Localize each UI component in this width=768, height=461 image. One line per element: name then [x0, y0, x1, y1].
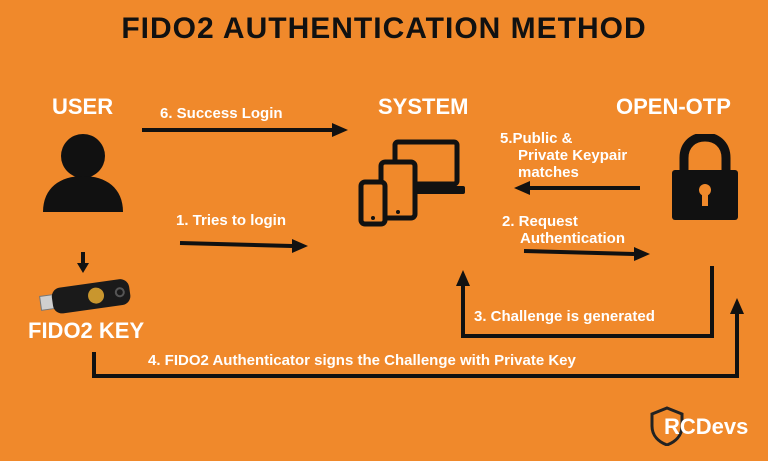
- step-1-label: 1. Tries to login: [176, 212, 287, 229]
- arrow-step-3: [461, 266, 714, 338]
- arrow-step-4: [92, 314, 739, 378]
- arrow-step-1: [179, 241, 293, 248]
- arrow-step-2: [523, 249, 635, 256]
- fido2-key-label: FIDO2 KEY: [28, 318, 145, 343]
- step-2-label-line2: Authentication: [520, 230, 625, 247]
- diagram-title: FIDO2 AUTHENTICATION METHOD: [121, 12, 647, 45]
- rcdevs-logo-icon: [650, 406, 684, 446]
- user-label: USER: [52, 94, 114, 119]
- devices-icon: [358, 139, 465, 227]
- logo-suffix: Devs: [695, 414, 749, 439]
- step-3-label: 3. Challenge is generated: [474, 308, 655, 325]
- rcdevs-logo: RCDevs: [664, 414, 748, 440]
- padlock-icon: [672, 134, 738, 220]
- step-4-label: 4. FIDO2 Authenticator signs the Challen…: [148, 352, 576, 369]
- system-label: SYSTEM: [378, 94, 469, 119]
- user-icon: [43, 134, 123, 212]
- logo-prefix: RC: [664, 414, 696, 439]
- step-5-label-line3: matches: [518, 164, 579, 181]
- step-5-label-line1: 5.Public &: [500, 130, 573, 147]
- step-5-label-line2: Private Keypair: [518, 147, 628, 164]
- openotp-label: OPEN-OTP: [616, 94, 731, 119]
- step-2-label-line1: 2. Request: [502, 213, 578, 230]
- fido2-key-icon: [39, 279, 131, 314]
- step-6-label: 6. Success Login: [160, 105, 283, 122]
